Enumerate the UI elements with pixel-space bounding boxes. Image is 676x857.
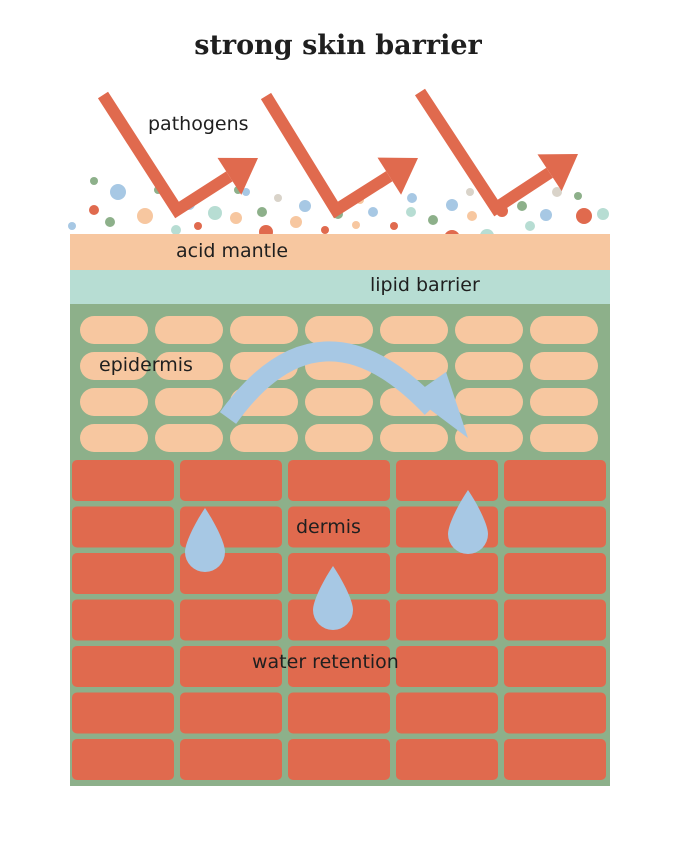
epidermis-cell <box>455 388 523 416</box>
dermis-cell <box>396 460 498 501</box>
epidermis-cell <box>455 352 523 380</box>
particle <box>407 193 417 203</box>
dermis-cell <box>180 460 282 501</box>
particle <box>368 207 378 217</box>
epidermis-cell <box>230 424 298 452</box>
dermis-cell <box>72 693 174 734</box>
dermis-cell <box>504 553 606 594</box>
dermis-cell <box>72 460 174 501</box>
epidermis-cell <box>155 424 223 452</box>
lipid-barrier-layer <box>70 270 610 304</box>
particle <box>105 217 115 227</box>
dermis-cell <box>288 460 390 501</box>
particle <box>110 184 126 200</box>
particle <box>525 221 535 231</box>
particle <box>68 222 76 230</box>
particle <box>171 225 181 235</box>
dermis-cell <box>396 693 498 734</box>
dermis-cell <box>504 739 606 780</box>
dermis-label: dermis <box>296 516 361 538</box>
epidermis-cell <box>455 316 523 344</box>
dermis-cell <box>72 507 174 548</box>
dermis-cell <box>288 739 390 780</box>
dermis-cell <box>180 600 282 641</box>
dermis-cell <box>180 739 282 780</box>
epidermis-cell <box>530 388 598 416</box>
epidermis-cell <box>230 316 298 344</box>
pathogens-label: pathogens <box>148 113 249 135</box>
dermis-cell <box>72 739 174 780</box>
particle <box>428 215 438 225</box>
particle <box>194 222 202 230</box>
dermis-cell <box>504 693 606 734</box>
particle <box>208 206 222 220</box>
particle <box>467 211 477 221</box>
particle <box>230 212 242 224</box>
epidermis-cell <box>305 424 373 452</box>
dermis-cell <box>504 646 606 687</box>
dermis-cell <box>288 693 390 734</box>
dermis-cell <box>396 646 498 687</box>
particle <box>321 226 329 234</box>
water-retention-label: water retention <box>252 651 399 673</box>
dermis-cell <box>72 600 174 641</box>
dermis-cell <box>72 553 174 594</box>
particle <box>517 201 527 211</box>
epidermis-cell <box>155 388 223 416</box>
particle <box>446 199 458 211</box>
particle <box>574 192 582 200</box>
zigzag-arrow-icon <box>266 96 418 210</box>
dermis-cell <box>396 553 498 594</box>
particle <box>540 209 552 221</box>
dermis-cell <box>180 693 282 734</box>
epidermis-cell <box>455 424 523 452</box>
dermis-cell <box>396 739 498 780</box>
epidermis-cell <box>530 424 598 452</box>
particle <box>90 177 98 185</box>
particle <box>466 188 474 196</box>
epidermis-label: epidermis <box>99 354 193 376</box>
epidermis-cell <box>80 424 148 452</box>
particle <box>137 208 153 224</box>
dermis-cell <box>504 507 606 548</box>
particle <box>597 208 609 220</box>
lipid-barrier-label: lipid barrier <box>370 274 480 296</box>
epidermis-cell <box>80 316 148 344</box>
particle <box>89 205 99 215</box>
epidermis-cell <box>530 352 598 380</box>
epidermis-cell <box>380 424 448 452</box>
dermis-cell <box>504 600 606 641</box>
epidermis-cell <box>380 316 448 344</box>
diagram-title: strong skin barrier <box>0 30 676 61</box>
particle <box>257 207 267 217</box>
particle <box>406 207 416 217</box>
particle <box>299 200 311 212</box>
particle <box>274 194 282 202</box>
dermis-cell <box>396 600 498 641</box>
particle <box>352 221 360 229</box>
epidermis-cell <box>305 388 373 416</box>
epidermis-cell <box>155 316 223 344</box>
epidermis-cell <box>305 316 373 344</box>
epidermis-cell <box>530 316 598 344</box>
acid-mantle-layer <box>70 234 610 270</box>
acid-mantle-label: acid mantle <box>176 240 288 262</box>
dermis-cell <box>72 646 174 687</box>
particle <box>390 222 398 230</box>
dermis-cell <box>504 460 606 501</box>
epidermis-cell <box>80 388 148 416</box>
particle <box>576 208 592 224</box>
particle <box>290 216 302 228</box>
